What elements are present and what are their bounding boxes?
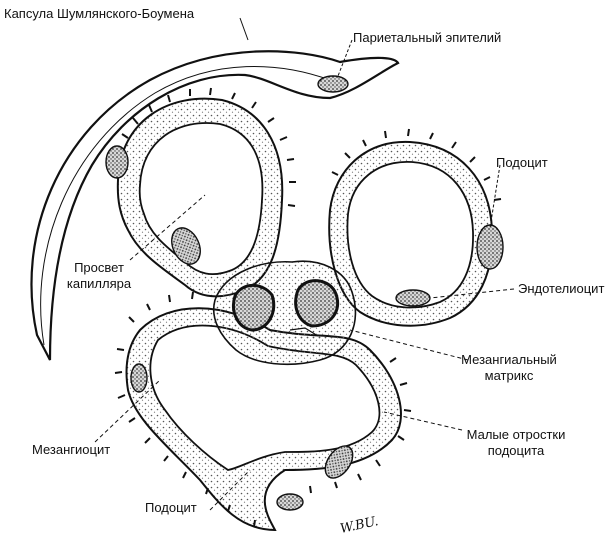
parietal-nucleus <box>318 76 348 92</box>
label-mesangiocyte: Мезангиоцит <box>32 442 110 458</box>
label-parietal-epithelium: Париетальный эпителий <box>353 30 501 46</box>
label-small-podocyte-processes: Малые отростки подоцита <box>455 427 577 459</box>
label-capillary-lumen: Просвет капилляра <box>56 260 142 292</box>
label-mesangial-matrix: Мезангиальный матрикс <box>455 352 563 384</box>
label-podocyte-bottom: Подоцит <box>145 500 197 516</box>
label-podocyte-top: Подоцит <box>496 155 548 171</box>
mesangium <box>214 261 356 364</box>
capillary-loop-upper-right <box>329 142 503 326</box>
label-endotheliocyte: Эндотелиоцит <box>518 281 604 297</box>
label-bowman-capsule: Капсула Шумлянского-Боумена <box>4 6 194 22</box>
